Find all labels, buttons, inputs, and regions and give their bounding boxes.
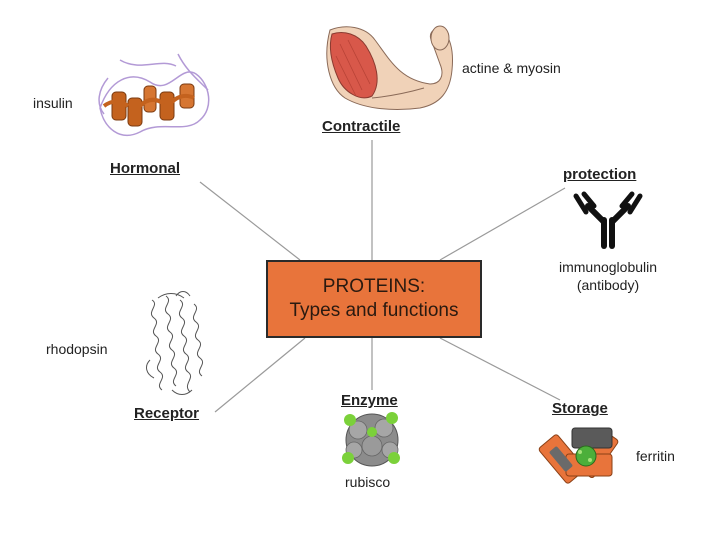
center-title-line2: Types and functions bbox=[289, 300, 459, 321]
center-title-line1: PROTEINS: bbox=[322, 276, 426, 297]
center-topic-box: PROTEINS: Types and functions bbox=[266, 260, 482, 338]
category-contractile-label: Contractile bbox=[322, 118, 401, 135]
category-hormonal-label: Hormonal bbox=[110, 160, 181, 177]
receptor-example-label: rhodopsin bbox=[46, 341, 108, 357]
enzyme-example-label: rubisco bbox=[345, 474, 391, 490]
category-receptor-label: Receptor bbox=[134, 405, 200, 422]
rhodopsin-helix-bundle-icon bbox=[146, 291, 204, 395]
flexed-arm-muscle-icon bbox=[326, 25, 453, 111]
connector-protection bbox=[439, 187, 566, 261]
connector-hormonal bbox=[199, 181, 301, 261]
category-protection-label: protection bbox=[563, 166, 637, 183]
protection-example-label: immunoglobulin (antibody) bbox=[543, 258, 673, 294]
connector-receptor bbox=[214, 337, 306, 413]
protection-example-line1: immunoglobulin bbox=[558, 259, 658, 275]
rubisco-complex-icon bbox=[342, 412, 400, 467]
connector-storage bbox=[439, 337, 561, 401]
hormonal-example-label: insulin bbox=[33, 95, 73, 111]
storage-example-label: ferritin bbox=[636, 448, 675, 464]
protection-example-line2: (antibody) bbox=[576, 277, 640, 293]
ferritin-cage-icon bbox=[538, 427, 619, 484]
contractile-example-label: actine & myosin bbox=[462, 60, 561, 76]
category-enzyme-label: Enzyme bbox=[341, 392, 398, 409]
antibody-y-shape-icon bbox=[573, 191, 643, 249]
category-storage-label: Storage bbox=[552, 400, 608, 417]
insulin-ribbon-structure-icon bbox=[98, 53, 210, 137]
